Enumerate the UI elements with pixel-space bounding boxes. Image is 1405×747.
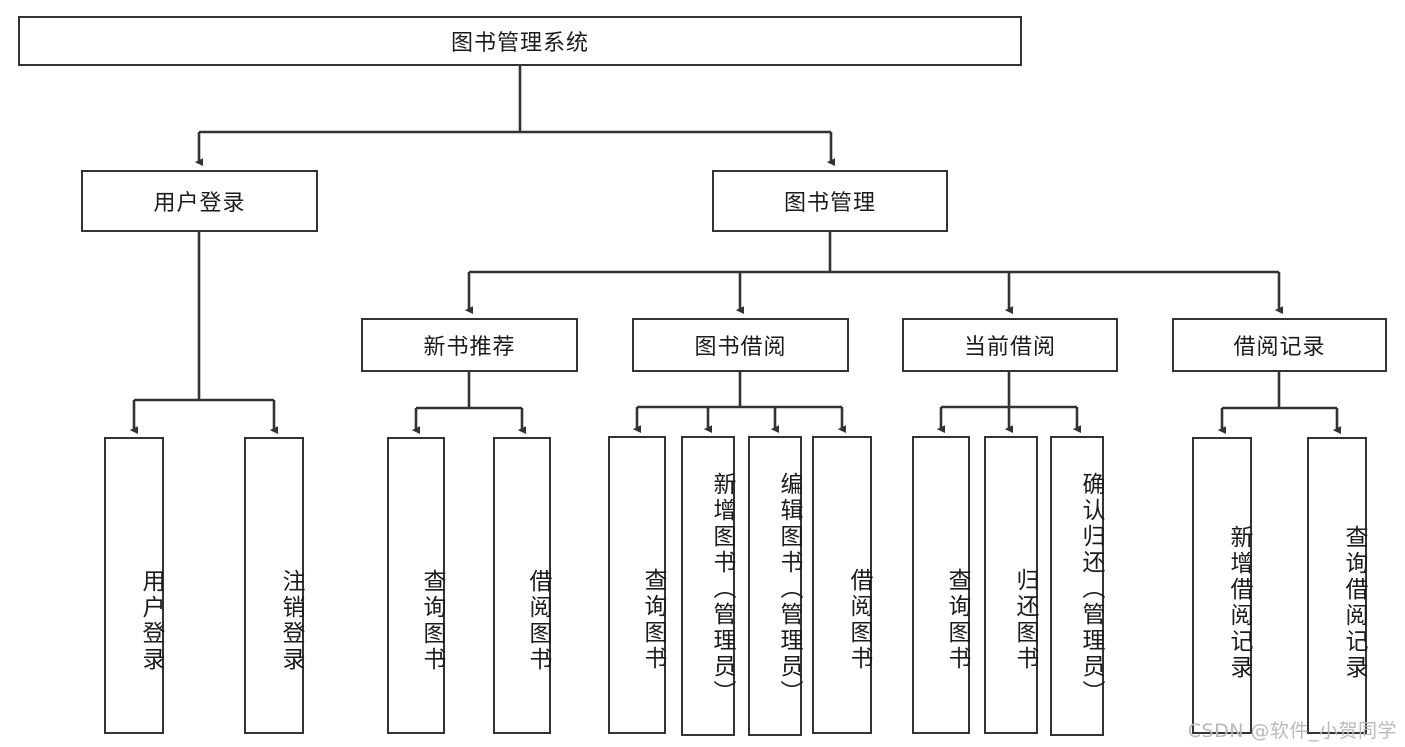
node-label: 查询图书 — [419, 568, 445, 673]
node-label: 用户登录 — [153, 191, 246, 216]
node-label: 查询图书 — [640, 568, 666, 672]
node-book-borrow[interactable]: 图书借阅 — [632, 318, 849, 372]
node-new-book-recommend[interactable]: 新书推荐 — [361, 318, 578, 372]
node-current-borrow[interactable]: 当前借阅 — [902, 318, 1118, 372]
node-label: 注销登录 — [278, 568, 304, 673]
node-label: 借阅图书 — [846, 568, 872, 672]
node-label: 借阅图书 — [525, 568, 551, 673]
node-label: 新书推荐 — [423, 335, 516, 360]
node-label: 当前借阅 — [963, 335, 1056, 360]
node-user-login[interactable]: 用户登录 — [81, 170, 318, 232]
node-label: 图书管理 — [783, 191, 876, 216]
node-leaf-query-record[interactable]: 查询借阅记录 — [1307, 437, 1367, 734]
node-leaf-borrow-book-2[interactable]: 借阅图书 — [812, 436, 872, 734]
node-leaf-borrow-book-1[interactable]: 借阅图书 — [493, 437, 551, 734]
node-leaf-logout-login[interactable]: 注销登录 — [244, 437, 304, 734]
watermark-text: CSDN @软件_小贺同学 — [1187, 720, 1397, 742]
node-leaf-add-record[interactable]: 新增借阅记录 — [1192, 437, 1252, 734]
node-leaf-user-login[interactable]: 用户登录 — [104, 437, 164, 734]
node-book-manage[interactable]: 图书管理 — [712, 170, 948, 232]
node-leaf-query-book-3[interactable]: 查询图书 — [912, 436, 970, 734]
node-label: 查询图书 — [944, 568, 970, 672]
node-label: 归还图书 — [1012, 568, 1038, 672]
node-label: 新增图书（管理员） — [709, 472, 735, 706]
node-leaf-query-book-1[interactable]: 查询图书 — [387, 437, 445, 734]
node-label: 用户登录 — [138, 568, 164, 673]
node-label: 图书管理系统 — [450, 31, 589, 56]
node-leaf-add-book[interactable]: 新增图书（管理员） — [681, 436, 735, 736]
node-label: 查询借阅记录 — [1341, 524, 1367, 681]
node-label: 图书借阅 — [694, 335, 787, 360]
node-leaf-return-book[interactable]: 归还图书 — [984, 436, 1038, 734]
node-leaf-edit-book[interactable]: 编辑图书（管理员） — [748, 436, 802, 736]
node-root[interactable]: 图书管理系统 — [18, 16, 1022, 66]
node-label: 新增借阅记录 — [1226, 524, 1252, 681]
node-leaf-confirm-return[interactable]: 确认归还（管理员） — [1050, 436, 1104, 736]
node-label: 借阅记录 — [1233, 335, 1326, 360]
node-borrow-record[interactable]: 借阅记录 — [1172, 318, 1387, 372]
node-label: 确认归还（管理员） — [1078, 472, 1104, 706]
node-label: 编辑图书（管理员） — [776, 472, 802, 706]
node-leaf-query-book-2[interactable]: 查询图书 — [608, 436, 666, 734]
